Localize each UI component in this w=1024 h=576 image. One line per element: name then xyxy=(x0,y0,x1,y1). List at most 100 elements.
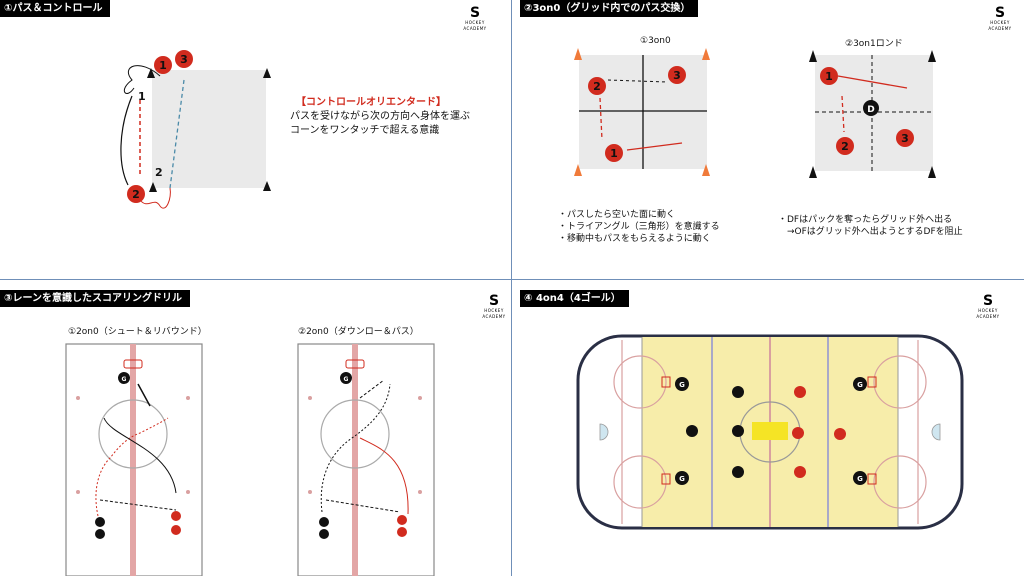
player-marker xyxy=(794,386,806,398)
drill-subtitle: ①3on0 xyxy=(640,36,671,46)
4on4-rink-diagram: G G G G xyxy=(576,334,964,530)
pass-line xyxy=(359,379,385,399)
goalie-label: G xyxy=(857,475,863,483)
brand-logo: S HOCKEY ACADEMY xyxy=(474,294,514,320)
player-marker xyxy=(794,466,806,478)
panel-4on4: ④ 4on4（4ゴール） S HOCKEY ACADEMY xyxy=(512,288,1024,576)
skating-path xyxy=(103,417,177,494)
goalie-label: G xyxy=(679,381,685,389)
goalie-marker xyxy=(675,377,689,391)
goalies: G G G G xyxy=(675,377,867,485)
scoring-drill-diagram: G G xyxy=(65,343,435,576)
cone-icon xyxy=(147,68,155,78)
player-marker xyxy=(834,428,846,440)
cone-icon xyxy=(149,182,157,192)
player-marker xyxy=(820,67,838,85)
pass-control-diagram: 1 3 2 1 2 xyxy=(120,50,271,209)
panel-title: ①パス＆コントロール xyxy=(0,0,111,17)
logo-text: HOCKEY ACADEMY xyxy=(976,308,1000,319)
player-marker xyxy=(175,50,193,68)
team-black xyxy=(686,386,744,478)
panel-scoring-drill: ③レーンを意識したスコアリングドリル S HOCKEY ACADEMY ①2on… xyxy=(0,288,512,576)
player-marker xyxy=(668,66,686,84)
player-marker xyxy=(154,56,172,74)
cone-icon xyxy=(263,181,271,191)
grid-passing-diagram: 2 3 1 1 D 2 3 xyxy=(574,48,936,178)
goal-net xyxy=(123,359,143,369)
player-marker xyxy=(397,515,407,525)
goal-crease xyxy=(931,423,941,441)
player-marker xyxy=(588,77,606,95)
logo-mark: S xyxy=(469,5,481,21)
pass-line xyxy=(841,95,845,133)
skating-path xyxy=(359,437,409,515)
cone-icon xyxy=(702,164,710,176)
goalie-marker xyxy=(340,372,352,384)
panel-title: ④ 4on4（4ゴール） xyxy=(520,290,629,307)
pass-line xyxy=(607,79,668,83)
shot-line xyxy=(137,383,151,407)
goal-net xyxy=(661,473,671,485)
cones xyxy=(574,48,710,176)
pass-line xyxy=(99,499,177,511)
panel-3on0-grid: ②3on0（グリッド内でのパス交換） S HOCKEY ACADEMY ①3on… xyxy=(512,0,1024,288)
drill-subtitle: ②2on0（ダウンロー＆パス） xyxy=(298,327,419,337)
goalie-label: G xyxy=(679,475,685,483)
player-marker xyxy=(732,425,744,437)
goalie-marker xyxy=(675,471,689,485)
rink-half-left: G xyxy=(65,343,203,576)
brand-logo: S HOCKEY ACADEMY xyxy=(455,6,495,32)
goalie-label: G xyxy=(122,376,127,383)
logo-text: HOCKEY ACADEMY xyxy=(988,20,1012,31)
player-marker xyxy=(319,517,329,527)
center-line xyxy=(130,344,136,576)
logo-mark: S xyxy=(994,5,1006,21)
logo-text: HOCKEY ACADEMY xyxy=(482,308,506,319)
cone-icon xyxy=(809,50,817,62)
goalie-marker xyxy=(853,471,867,485)
panel-title: ③レーンを意識したスコアリングドリル xyxy=(0,290,190,307)
goalie-marker xyxy=(118,372,130,384)
player-label: 2 xyxy=(593,80,601,93)
goal-net xyxy=(661,376,671,388)
player-marker xyxy=(171,525,181,535)
cone-icon xyxy=(574,164,582,176)
player-label: D xyxy=(867,105,874,115)
pass-line xyxy=(325,499,401,513)
faceoff-circle xyxy=(98,399,168,469)
grid-area xyxy=(152,70,266,188)
defender-marker xyxy=(863,100,879,116)
player-marker xyxy=(896,129,914,147)
team-red xyxy=(792,386,846,478)
mini-goals xyxy=(661,376,877,485)
cone-icon xyxy=(702,48,710,60)
drill-note: ・移動中もパスをもらえるように動く xyxy=(558,234,711,244)
player-label: 2 xyxy=(841,140,849,153)
panel-pass-control: ①パス＆コントロール S HOCKEY ACADEMY 1 3 2 1 2 【コ… xyxy=(0,0,512,288)
brand-logo: S HOCKEY ACADEMY xyxy=(980,6,1020,32)
drill-note: ・パスしたら空いた面に動く xyxy=(558,210,676,220)
goal-net xyxy=(345,359,365,369)
cones xyxy=(147,68,271,192)
player-label: 3 xyxy=(901,132,909,145)
center-goal xyxy=(752,422,788,440)
cone-icon xyxy=(263,68,271,78)
player-label: 3 xyxy=(673,69,681,82)
player-marker xyxy=(171,511,181,521)
player-marker xyxy=(605,144,623,162)
cone-icon xyxy=(574,48,582,60)
logo-mark: S xyxy=(488,293,500,309)
logo-text: HOCKEY ACADEMY xyxy=(463,20,487,31)
player-marker xyxy=(319,529,329,539)
player-marker xyxy=(732,386,744,398)
drill-subtitle: ①2on0（シュート＆リバウンド） xyxy=(68,327,207,337)
skating-path xyxy=(626,142,683,151)
skating-path xyxy=(139,187,171,209)
player-marker xyxy=(836,137,854,155)
faceoff-circles xyxy=(613,355,927,509)
center-line xyxy=(352,344,358,576)
player-label: 1 xyxy=(159,59,167,72)
brand-logo: S HOCKEY ACADEMY xyxy=(968,294,1008,320)
pass-line xyxy=(599,97,603,141)
skating-path xyxy=(95,417,169,517)
